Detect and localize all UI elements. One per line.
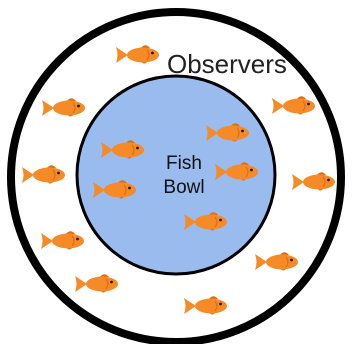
fish-bowl-label-line1: Fish xyxy=(166,153,202,174)
observers-label: Observers xyxy=(167,49,287,79)
fish-bowl-label-line2: Bowl xyxy=(163,177,204,198)
